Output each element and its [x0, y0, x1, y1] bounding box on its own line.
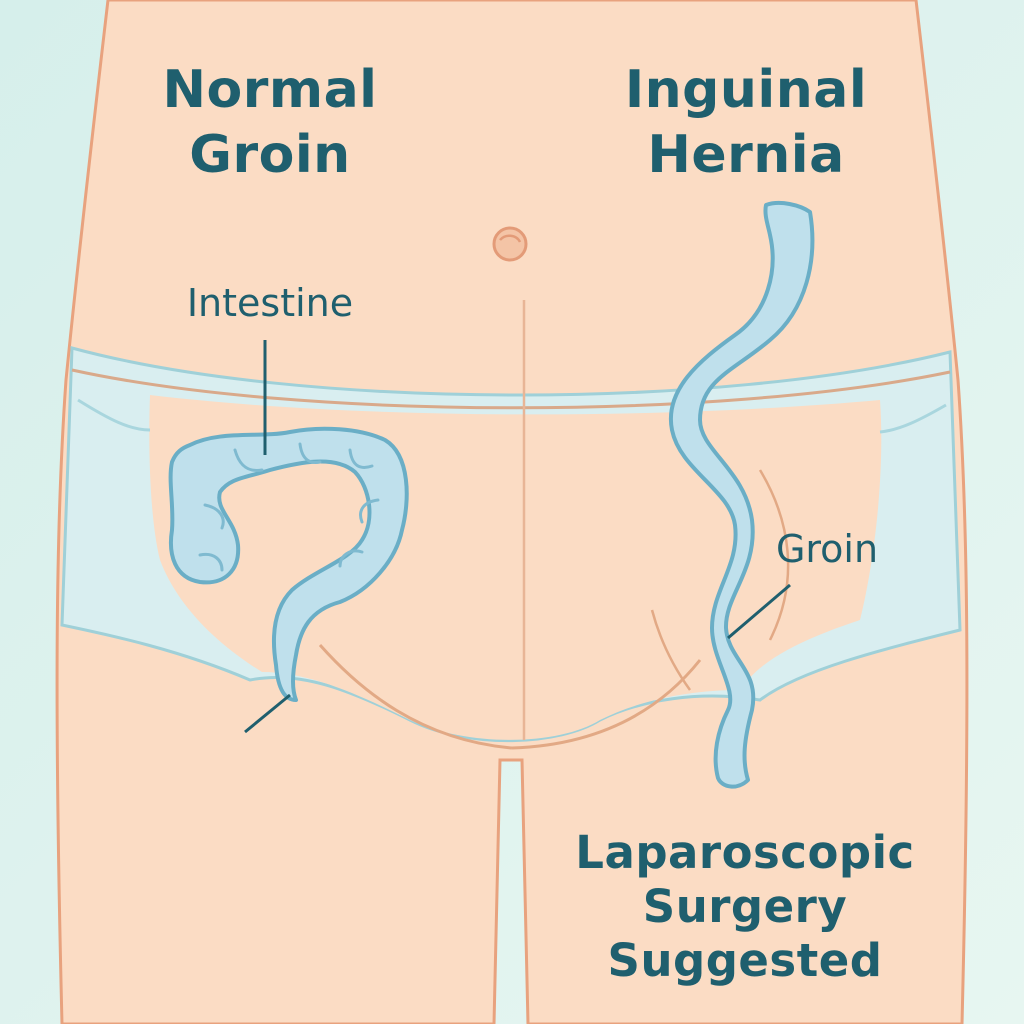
- pelvic-window: [149, 395, 882, 740]
- title-normal-line-2: Groin: [189, 125, 351, 185]
- hernia-bowel: [668, 201, 815, 789]
- navel-icon: [492, 226, 528, 262]
- title-normal-line-1: Normal: [162, 60, 378, 120]
- crease-left: [318, 644, 513, 750]
- surgery-note: Laparoscopic Surgery Suggested: [540, 826, 950, 988]
- intestine-label: Intestine: [186, 281, 354, 325]
- intestine-lower-callout-line: [244, 693, 291, 734]
- groin-fold-left: [650, 609, 692, 691]
- garment-fold-right: [879, 403, 947, 434]
- intestine-haustra: [198, 442, 380, 572]
- title-inguinal-hernia: Inguinal Hernia: [596, 58, 896, 188]
- title-normal-groin: Normal Groin: [120, 58, 420, 188]
- title-hernia-line-2: Hernia: [647, 125, 845, 185]
- surgery-note-line-2: Surgery: [642, 880, 848, 933]
- garment-fold-left: [77, 398, 151, 432]
- surgery-note-line-1: Laparoscopic: [575, 826, 915, 879]
- surgery-note-line-3: Suggested: [607, 934, 883, 987]
- waistband-line: [71, 368, 951, 410]
- crease-right: [511, 659, 702, 750]
- groin-fold-right: [758, 469, 790, 641]
- groin-callout-line: [727, 583, 791, 640]
- intestine-normal: [168, 426, 409, 702]
- groin-label: Groin: [775, 527, 879, 571]
- title-hernia-line-1: Inguinal: [624, 60, 868, 120]
